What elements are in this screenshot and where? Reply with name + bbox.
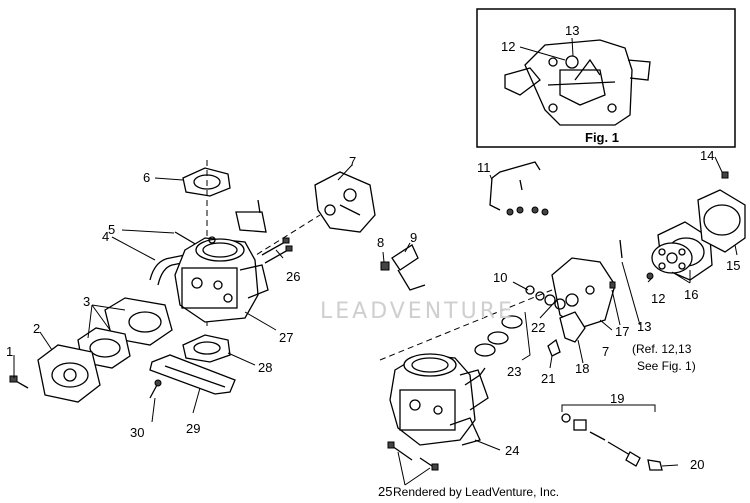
callout-15: 15 [726,258,740,273]
callout-9: 9 [410,230,417,245]
callout-23: 23 [507,364,521,379]
callout-24: 24 [505,443,519,458]
callout-2: 2 [33,321,40,336]
callout-3: 3 [83,294,90,309]
callout-6: 6 [143,170,150,185]
fig-1-inset: 12 13 Fig. 1 [476,8,736,148]
left-carburetor-assembly [9,160,376,403]
callout-1: 1 [6,344,13,359]
callout-30: 30 [130,425,144,440]
fig1-callout-13: 13 [565,23,579,38]
reference-note: (Ref. 12,13 See Fig. 1) [632,342,696,373]
callout-10: 10 [493,270,507,285]
callout-28: 28 [258,360,272,375]
callout-12: 12 [651,291,665,306]
callout-8: 8 [377,235,384,250]
watermark-text: LEADVENTURE [320,299,515,324]
callout-21: 21 [541,371,555,386]
callout-25: 25 [378,484,392,499]
callout-19: 19 [610,391,624,406]
note-line-2: See Fig. 1) [637,359,696,373]
callout-11: 11 [477,160,491,175]
fig1-caption: Fig. 1 [585,130,619,145]
fig1-callout-12: 12 [501,39,515,54]
leader-lines [13,156,738,486]
credit-text: Rendered by LeadVenture, Inc. [393,485,559,499]
callout-5: 5 [108,222,115,237]
callout-18: 18 [575,361,589,376]
callout-13: 13 [637,319,651,334]
right-carburetor-assembly [379,161,746,471]
note-line-1: (Ref. 12,13 [632,342,692,356]
callout-4: 4 [102,229,109,244]
callout-7: 7 [349,154,356,169]
callout-7b: 7 [602,344,609,359]
callout-27: 27 [279,330,293,345]
callout-16: 16 [684,287,698,302]
callout-labels: 1 2 3 4 5 6 7 8 9 10 11 12 13 14 15 16 7… [6,148,740,499]
callout-20: 20 [690,457,704,472]
callout-17: 17 [615,324,629,339]
callout-14: 14 [700,148,714,163]
callout-26: 26 [286,269,300,284]
callout-22: 22 [531,320,545,335]
callout-29: 29 [186,421,200,436]
